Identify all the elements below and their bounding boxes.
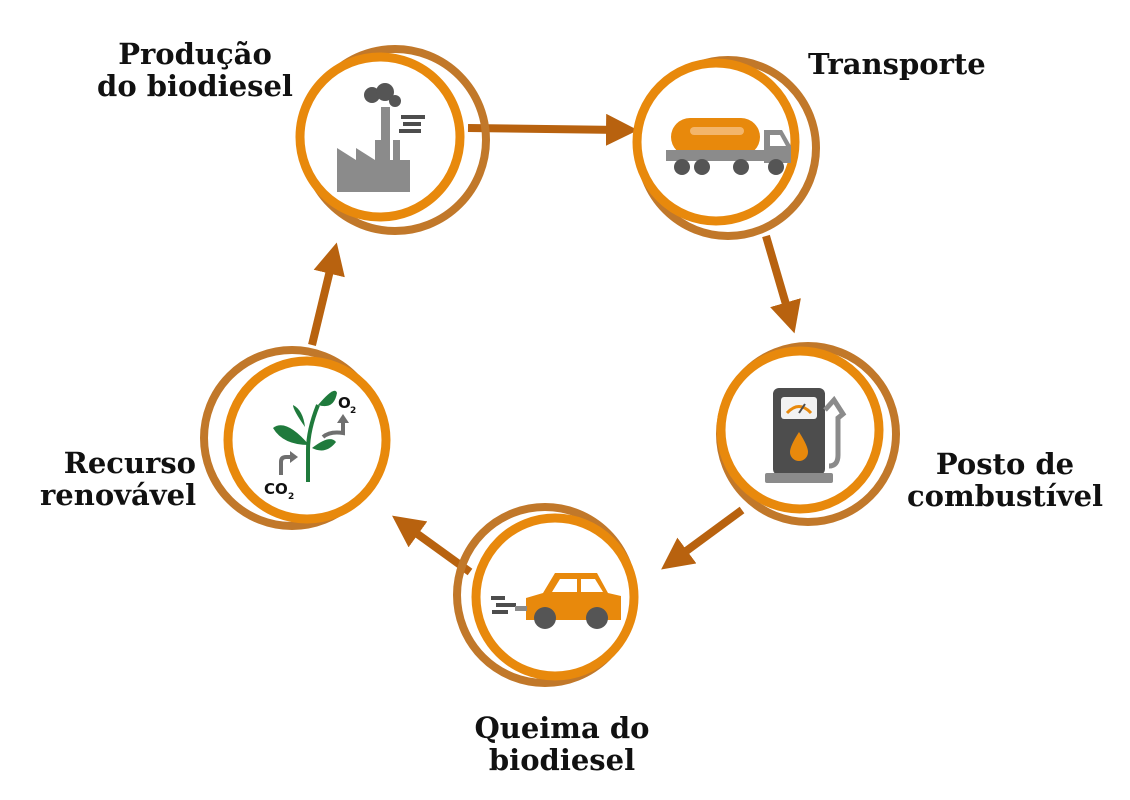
node-recurso: CO 2 O 2 bbox=[200, 346, 391, 530]
label-transporte: Transporte bbox=[808, 48, 1008, 80]
fuel-pump-icon bbox=[765, 388, 847, 483]
label-posto: Posto de combustível bbox=[900, 448, 1110, 512]
label-queima: Queima do biodiesel bbox=[462, 712, 662, 776]
label-recurso: Recurso renovável bbox=[40, 447, 196, 511]
label-transporte-line-1: Transporte bbox=[808, 47, 986, 81]
label-recurso-line-1: Recurso bbox=[63, 446, 196, 480]
factory-icon bbox=[337, 83, 425, 192]
node-transporte bbox=[632, 56, 820, 240]
label-queima-line-1: Queima do bbox=[474, 711, 650, 745]
label-producao-line-2: do biodiesel bbox=[97, 69, 293, 103]
label-queima-line-2: biodiesel bbox=[488, 743, 636, 777]
node-inner-ring bbox=[295, 52, 465, 222]
label-recurso-line-2: renovável bbox=[40, 478, 197, 512]
plant-co2-icon: CO 2 O 2 bbox=[264, 390, 356, 502]
arrow-producao-to-transporte bbox=[467, 113, 638, 146]
o2-subscript: 2 bbox=[350, 406, 356, 416]
co2-subscript: 2 bbox=[288, 492, 294, 502]
node-producao bbox=[295, 45, 490, 235]
label-producao: Produção do biodiesel bbox=[90, 38, 300, 102]
arrow-transporte-to-posto bbox=[762, 234, 801, 334]
o2-label: O bbox=[338, 394, 351, 412]
label-posto-line-1: Posto de bbox=[935, 447, 1075, 481]
tanker-truck-icon bbox=[666, 118, 791, 175]
arrow-recurso-to-producao bbox=[308, 242, 345, 346]
label-posto-line-2: combustível bbox=[906, 479, 1104, 513]
label-producao-line-1: Produção bbox=[118, 37, 272, 71]
car-exhaust-icon bbox=[491, 573, 621, 629]
co2-label: CO bbox=[264, 480, 288, 498]
node-queima bbox=[453, 503, 639, 687]
arrow-posto-to-queima bbox=[661, 506, 745, 570]
node-posto bbox=[716, 342, 900, 526]
